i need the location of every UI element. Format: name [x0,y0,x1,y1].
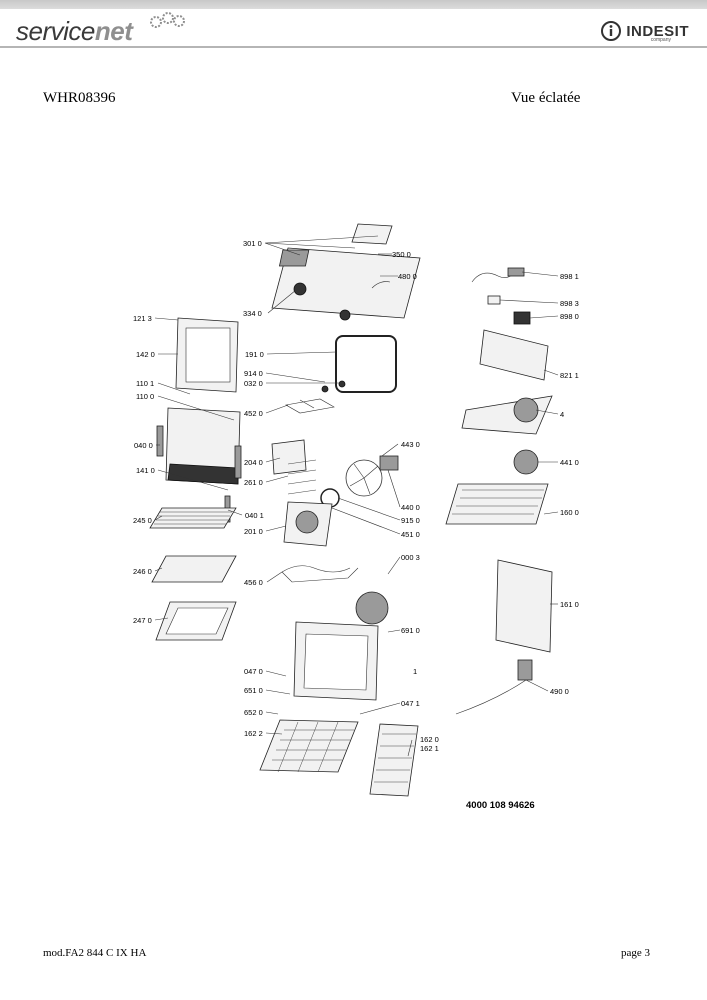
part-label: 245 0 [133,516,152,525]
heating-element-drawing [285,380,346,414]
part-label: 191 0 [245,350,264,359]
part-label: 162 1 [420,744,439,753]
part-label: 490 0 [550,687,569,696]
header-divider [0,46,707,48]
part-label: 110 1 [136,379,154,388]
part-label: 914 0 [244,369,263,378]
part-label: 443 0 [401,440,420,449]
part-label: 047 1 [401,699,420,708]
part-label: 440 0 [401,503,420,512]
part-label: 047 0 [244,667,263,676]
part-label: 040 1 [245,511,264,520]
part-label: 1 [413,667,417,676]
part-label: 4 [560,410,564,419]
indesit-i-icon [601,21,622,41]
part-label: 441 0 [560,458,579,467]
header-top-bar [0,0,707,9]
part-label: 247 0 [133,616,152,625]
part-label: 691 0 [401,626,420,635]
indesit-logo: INDESIT company [600,20,689,43]
part-label: 201 0 [244,527,263,536]
part-label: 452 0 [244,409,263,418]
oven-cavity-drawing [259,565,419,797]
fan-assembly-drawing [271,439,399,547]
part-label: 110 0 [136,392,154,401]
part-label: 301 0 [243,239,262,248]
part-label: 898 1 [560,272,579,281]
part-label: 480 0 [398,272,417,281]
part-label: 451 0 [401,530,420,539]
logo-text-service: service [16,16,95,46]
part-label: 350 0 [392,250,411,259]
part-label: 032 0 [244,379,263,388]
oven-gasket-drawing [335,335,397,393]
part-label: 456 0 [244,578,263,587]
part-label: 121 3 [133,314,152,323]
part-label: 162 2 [244,729,263,738]
footer-page-number: page 3 [621,947,651,959]
logo-text-net: net [94,16,133,46]
indesit-sub-text: company [650,37,671,43]
part-label: 142 0 [136,350,155,359]
part-label: 000 3 [401,553,420,562]
part-label: 040 0 [134,441,153,450]
part-label: 162 0 [420,735,439,744]
control-panel-drawing [271,223,421,321]
part-label: 898 0 [560,312,579,321]
part-number-labels: 301 0 350 0 480 0 334 0 121 3 142 0 191 … [133,239,579,811]
servicenet-logo: servicenet [16,12,185,47]
part-label: 652 0 [244,708,263,717]
part-label: 821 1 [560,371,579,380]
racks-and-trays-drawing [149,507,237,641]
right-side-parts-drawing [445,267,553,715]
part-label: 161 0 [560,600,579,609]
part-label: 141 0 [136,466,155,475]
door-assembly-drawing [156,317,242,523]
footer-model-ref: mod.FA2 844 C IX HA [43,947,147,959]
indesit-brand-text: INDESIT [626,22,689,40]
part-label: 160 0 [560,508,579,517]
part-label: 204 0 [244,458,263,467]
part-label: 246 0 [133,567,152,576]
part-label: 651 0 [244,686,263,695]
document-number: 4000 108 94626 [466,800,535,811]
model-code: WHR08396 [43,90,116,106]
page-title: Vue éclatée [511,90,581,106]
gears-icon [150,12,185,28]
part-label: 334 0 [243,309,262,318]
leader-lines [154,235,559,757]
part-label: 261 0 [244,478,263,487]
part-label: 915 0 [401,516,420,525]
part-label: 898 3 [560,299,579,308]
